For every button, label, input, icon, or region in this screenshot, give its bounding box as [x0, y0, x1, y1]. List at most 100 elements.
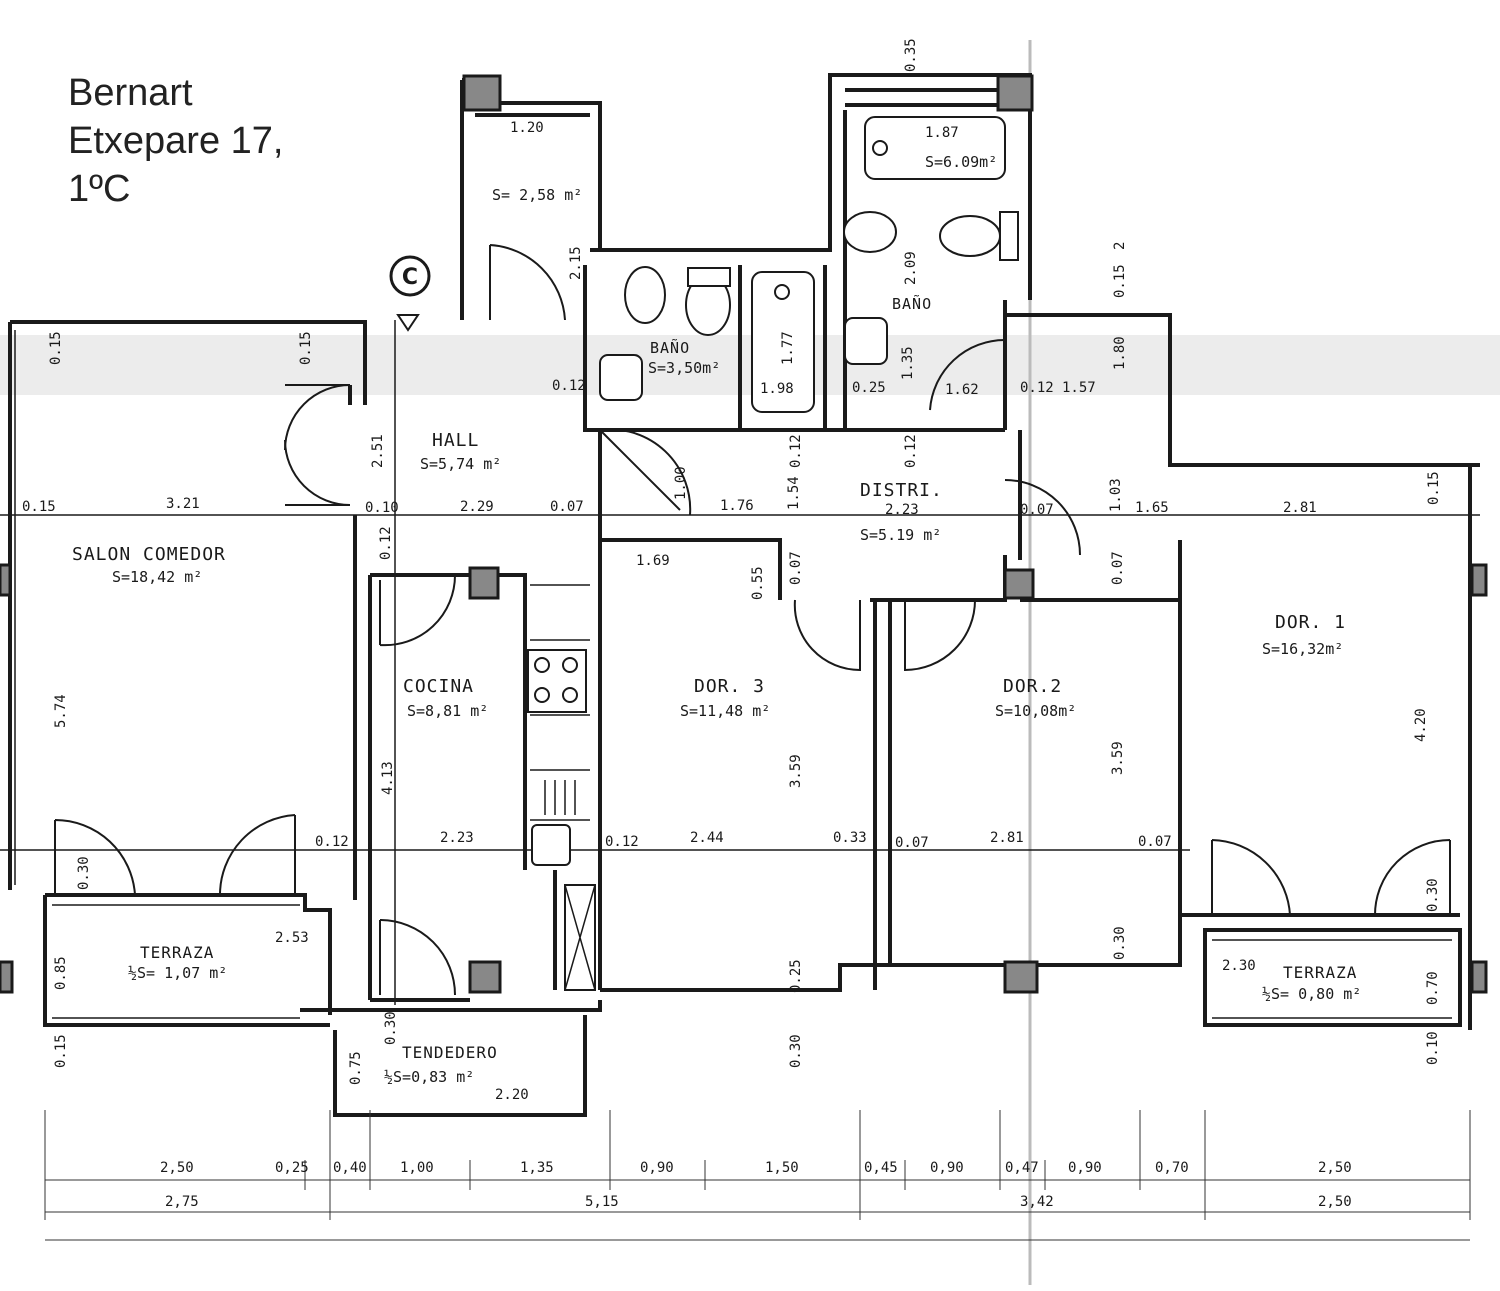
toilet-2	[939, 215, 1001, 257]
pillar-9	[1470, 563, 1488, 597]
pillar-4	[1003, 568, 1035, 600]
bottom-dimension-row-2: 2,75 5,15 3,42 2,50	[165, 1194, 1352, 1210]
sink-1	[599, 354, 643, 401]
vertical-dimension-labels: 0.35 2.15 2.09 0.15 2 0.15 0.15 1.77 1.3…	[48, 38, 1442, 1085]
pillar-10	[1470, 960, 1488, 994]
dim-label: 2.29	[460, 499, 494, 515]
dimension-labels: 1.20 1.87 1.98 0.12 0.25 1.62 0.12 1.57 …	[22, 120, 1317, 1103]
bottom-dim-label: 2,75	[165, 1194, 199, 1210]
bottom-dim-label: 0,25	[275, 1160, 309, 1176]
dim-label: 0.15	[22, 499, 56, 515]
pillar-3	[468, 566, 500, 600]
dim-label: 0.10	[365, 500, 399, 516]
dim-label: 3.59	[1110, 741, 1126, 775]
bottom-dim-label: 2,50	[160, 1160, 194, 1176]
kitchen-sink	[531, 824, 571, 866]
dim-label: 0.15	[1112, 264, 1128, 298]
distri-name: DISTRI.	[860, 480, 943, 501]
doors	[54, 244, 1451, 996]
bath2-area: S=6.09m²	[925, 153, 997, 171]
dim-label: 1.65	[1135, 500, 1169, 516]
pillar-6	[1003, 960, 1039, 994]
dim-label: 0.30	[1425, 878, 1441, 912]
bath2-name: BAÑO	[892, 294, 932, 313]
tendedero-area: ½S=0,83 m²	[384, 1068, 474, 1086]
dim-label: 0.12	[378, 526, 394, 560]
title-line-3: 1ºC	[68, 168, 130, 210]
bottom-dim-label: 0,90	[930, 1160, 964, 1176]
fixtures	[527, 116, 1019, 991]
inner-lines	[0, 320, 1480, 1019]
bath1-name: BAÑO	[650, 338, 690, 357]
bottom-dim-label: 1,35	[520, 1160, 554, 1176]
dim-label: 0.07	[788, 551, 804, 585]
terraza-left-name: TERRAZA	[140, 943, 214, 962]
dim-label: 0.55	[750, 566, 766, 600]
salon-area: S=18,42 m²	[112, 568, 202, 586]
dim-label: 0.85	[53, 956, 69, 990]
bottom-dim-label: 5,15	[585, 1194, 619, 1210]
dim-label: 1.03	[1108, 478, 1124, 512]
dim-label: 0.30	[788, 1034, 804, 1068]
hall-name: HALL	[432, 430, 479, 451]
dim-label: 5.74	[53, 694, 69, 728]
bottom-dim-label: 3,42	[1020, 1194, 1054, 1210]
tendedero-name: TENDEDERO	[402, 1043, 498, 1062]
dor2-name: DOR.2	[1003, 676, 1062, 697]
dim-label: 0.12	[1020, 380, 1054, 396]
bottom-dimension-lines	[44, 1110, 1471, 1241]
dim-label: 1.69	[636, 553, 670, 569]
bottom-dim-label: 1,50	[765, 1160, 799, 1176]
terraza-right-name: TERRAZA	[1283, 963, 1357, 982]
distri-area: S=5.19 m²	[860, 526, 941, 544]
dim-label: 2.53	[275, 930, 309, 946]
hall-area: S=5,74 m²	[420, 455, 501, 473]
dim-label: 2.30	[1222, 958, 1256, 974]
dim-label: 0.07	[1110, 551, 1126, 585]
dim-label: 0.12	[315, 834, 349, 850]
storage-area: S= 2,58 m²	[492, 186, 582, 204]
dim-label: 0.30	[383, 1011, 399, 1045]
dim-label: 1.35	[900, 346, 916, 380]
sink-2	[844, 317, 888, 365]
bottom-dimension-row-1: 2,50 0,25 0,40 1,00 1,35 0,90 1,50 0,45 …	[160, 1160, 1352, 1176]
dor3-name: DOR. 3	[694, 676, 765, 697]
dim-label: 0.10	[1425, 1031, 1441, 1065]
bottom-dim-label: 0,90	[640, 1160, 674, 1176]
dim-label: 0.25	[852, 380, 886, 396]
pillar-1	[462, 74, 502, 112]
entrance-marker-label: C	[402, 265, 418, 290]
bidet-2	[843, 211, 897, 253]
bottom-dim-label: 2,50	[1318, 1160, 1352, 1176]
dim-label: 0.12	[788, 434, 804, 468]
dor2-area: S=10,08m²	[995, 702, 1076, 720]
dim-label: 0.30	[1112, 926, 1128, 960]
dim-label: 3.21	[166, 496, 200, 512]
dim-label: 0.15	[1426, 471, 1442, 505]
dim-label: 0.15	[298, 331, 314, 365]
bath1-area: S=3,50m²	[648, 359, 720, 377]
pillar-7	[0, 960, 14, 994]
dim-label: 0.75	[348, 1051, 364, 1085]
dim-label: 3.59	[788, 754, 804, 788]
dim-label: 2.23	[885, 502, 919, 518]
dim-label: 4.20	[1413, 708, 1429, 742]
bottom-dim-label: 1,00	[400, 1160, 434, 1176]
dim-label: 2.20	[495, 1087, 529, 1103]
dim-label: 0.33	[833, 830, 867, 846]
dim-label: 2.81	[1283, 500, 1317, 516]
scan-band	[0, 335, 1500, 395]
bottom-dim-label: 0,70	[1155, 1160, 1189, 1176]
dim-label: 0.15	[48, 331, 64, 365]
dim-label: 0.07	[1138, 834, 1172, 850]
dim-label: 0.12	[605, 834, 639, 850]
bathtub-2	[864, 116, 1006, 180]
dim-label: 0.35	[903, 38, 919, 72]
dor1-name: DOR. 1	[1275, 612, 1346, 633]
cocina-name: COCINA	[403, 676, 474, 697]
dim-label: 1.98	[760, 381, 794, 397]
bathtub-1	[751, 271, 815, 413]
dim-label: 0.12	[903, 434, 919, 468]
